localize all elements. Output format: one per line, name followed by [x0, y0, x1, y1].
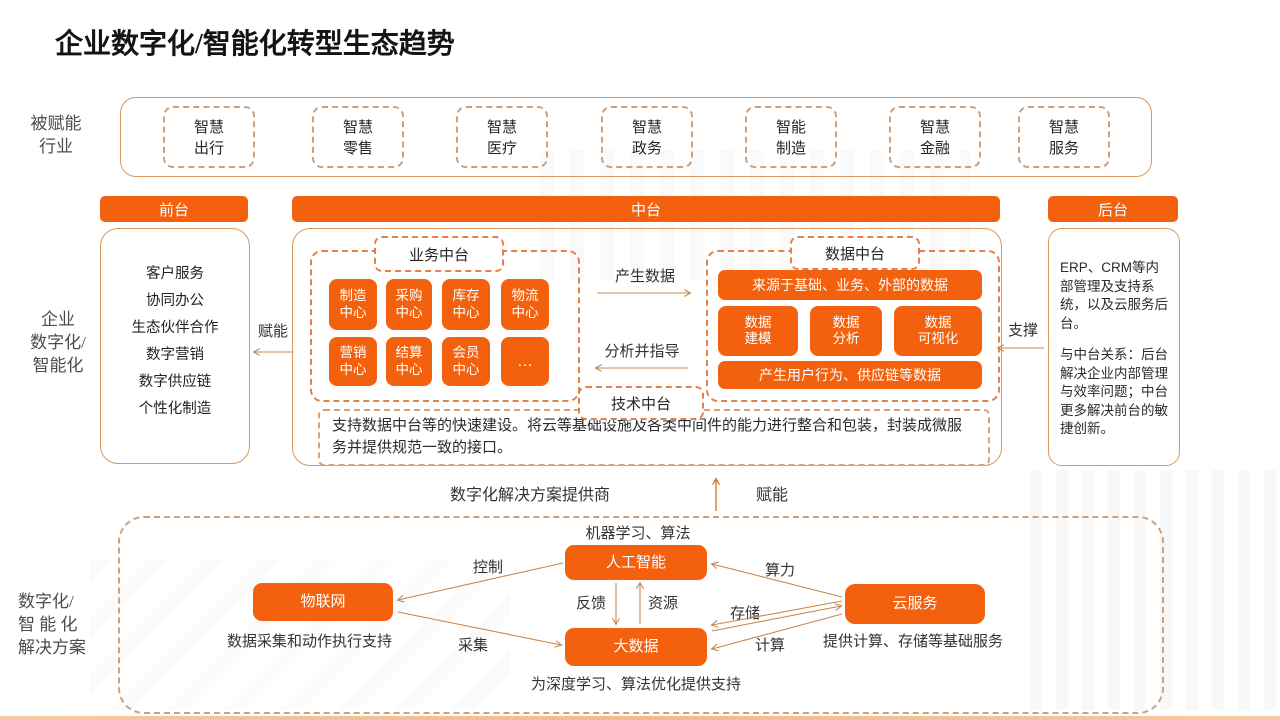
- industry-item-smart-retail: 智慧 零售: [312, 106, 404, 168]
- iot-node: 物联网: [253, 583, 393, 621]
- feedback-edge-label: 反馈: [576, 595, 607, 612]
- bigdata-node: 大数据: [565, 628, 707, 666]
- support-label: 支撑: [1007, 322, 1038, 339]
- front-item: 生态伙伴合作: [131, 320, 219, 336]
- industry-item-smart-government: 智慧 政务: [601, 106, 693, 168]
- data-source-box: 来源于基础、业务、外部的数据: [718, 270, 982, 300]
- compute-edge-label: 计算: [755, 637, 786, 654]
- row-label-enterprise: 企业 数字化/ 智能化: [30, 310, 86, 375]
- middle-platform-header: 中台: [292, 196, 1000, 222]
- storage-edge-label: 存储: [730, 605, 761, 622]
- analyze-guide-label: 分析并指导: [604, 343, 680, 360]
- collect-edge-label: 采集: [458, 637, 489, 654]
- industry-item-smart-travel: 智慧 出行: [163, 106, 255, 168]
- row-label-solutions: 数字化/ 智 能 化 解决方案: [18, 592, 86, 657]
- data-modeling-box: 数据 建模: [718, 306, 798, 356]
- back-paragraph-2: 与中台关系：后台解决企业内部管理与效率问题；中台更多解决前台的敏捷创新。: [1060, 347, 1168, 436]
- center-box-logistics: 物流 中心: [501, 279, 549, 330]
- provider-empower-label: 赋能: [756, 487, 789, 504]
- center-box-settlement: 结算 中心: [386, 337, 432, 386]
- industry-item-smart-service: 智慧 服务: [1018, 106, 1110, 168]
- data-analysis-box: 数据 分析: [810, 306, 882, 356]
- industry-item-smart-finance: 智慧 金融: [889, 106, 981, 168]
- front-platform-box: 客户服务 协同办公 生态伙伴合作 数字营销 数字供应链 个性化制造: [100, 228, 250, 464]
- front-item: 个性化制造: [138, 401, 212, 417]
- cloud-node: 云服务: [845, 584, 985, 624]
- center-box-marketing: 营销 中心: [329, 337, 377, 386]
- power-edge-label: 算力: [765, 562, 796, 579]
- center-box-inventory: 库存 中心: [442, 279, 490, 330]
- empower-front-label: 赋能: [257, 323, 288, 340]
- cloud-caption: 提供计算、存储等基础服务: [823, 633, 1004, 650]
- front-item: 数字营销: [146, 347, 204, 363]
- produce-data-label: 产生数据: [614, 268, 675, 285]
- front-item: 协同办公: [146, 293, 204, 309]
- back-paragraph-1: ERP、CRM等内部管理及支持系统，以及云服务后台。: [1060, 260, 1168, 331]
- bigdata-caption: 为深度学习、算法优化提供支持: [530, 676, 741, 693]
- front-item: 数字供应链: [138, 374, 212, 390]
- tech-platform-description: 支持数据中台等的快速建设。将云等基础设施及各类中间件的能力进行整合和包装，封装成…: [332, 417, 963, 456]
- center-box-manufacturing: 制造 中心: [329, 279, 377, 330]
- iot-caption: 数据采集和动作执行支持: [227, 633, 393, 650]
- front-item: 客户服务: [146, 266, 204, 282]
- industry-item-smart-manufacturing: 智能 制造: [745, 106, 837, 168]
- front-platform-header: 前台: [100, 196, 248, 222]
- solution-provider-label: 数字化解决方案提供商: [450, 487, 611, 504]
- back-platform-header: 后台: [1048, 196, 1178, 222]
- center-box-more: …: [501, 337, 549, 386]
- business-platform-label: 业务中台: [374, 236, 504, 272]
- resource-edge-label: 资源: [648, 595, 679, 612]
- bottom-accent-strip: [0, 716, 1280, 720]
- ml-algorithm-label: 机器学习、算法: [585, 525, 691, 542]
- page-title: 企业数字化/智能化转型生态趋势: [55, 29, 455, 60]
- back-platform-box: ERP、CRM等内部管理及支持系统，以及云服务后台。 与中台关系：后台解决企业内…: [1048, 228, 1180, 466]
- solutions-container: [118, 516, 1164, 714]
- industries-container: [120, 97, 1152, 177]
- row-label-industries: 被赋能 行业: [30, 114, 82, 156]
- control-edge-label: 控制: [473, 559, 504, 576]
- data-output-box: 产生用户行为、供应链等数据: [718, 361, 982, 389]
- tech-platform-label: 技术中台: [578, 386, 704, 420]
- data-platform-label: 数据中台: [790, 236, 920, 270]
- industry-item-smart-medical: 智慧 医疗: [456, 106, 548, 168]
- data-visualization-box: 数据 可视化: [894, 306, 982, 356]
- ai-node: 人工智能: [565, 545, 707, 580]
- center-box-procurement: 采购 中心: [386, 279, 432, 330]
- center-box-membership: 会员 中心: [442, 337, 490, 386]
